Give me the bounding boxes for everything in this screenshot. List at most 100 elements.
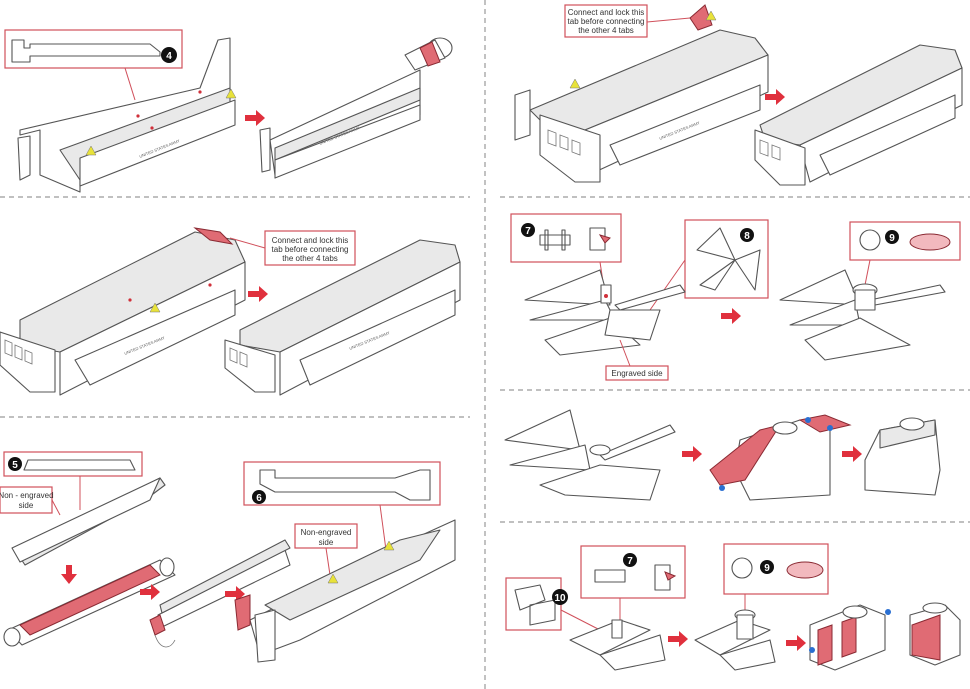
step-7b-circle (623, 553, 637, 567)
rotor-red-top (798, 414, 852, 433)
red-tab (419, 41, 441, 67)
note-left-line-2: tab before connecting (272, 245, 349, 254)
rolled-cockpit (259, 127, 271, 173)
note-leader-left (229, 237, 266, 249)
panel-rotor-7-8-9: 7 8 Engraved side 9 (510, 213, 961, 381)
blade-i (509, 444, 591, 471)
hub-red-arrow-b (664, 571, 677, 581)
rotor-arm (614, 284, 686, 311)
cockpit-windows-r (547, 129, 581, 156)
note-box-non-engraved-b (294, 523, 358, 549)
non-engraved-a-line-2: side (19, 501, 34, 510)
step-9a-number: 9 (889, 233, 895, 244)
step-arrow (765, 89, 785, 105)
step-6-number: 6 (256, 493, 262, 504)
blue-marker (809, 647, 815, 653)
note-right-line-3: the other 4 tabs (578, 26, 634, 35)
step-10-circle (552, 589, 568, 605)
lock-point (198, 90, 202, 94)
leader-9a (864, 259, 871, 286)
rolled-hull-strip (274, 104, 421, 179)
lock-point (136, 114, 140, 118)
leader-non-engraved-a (51, 499, 61, 516)
hub-part-folded-b (654, 564, 671, 591)
note-box-right (564, 4, 648, 38)
panel-step-4: 4 UNITED STATES ARMY UNITED STATES ARMY (4, 29, 453, 193)
gear-part-b (731, 557, 753, 579)
panel-steps-5-6: 5 Non - engraved side 6 Non-engraved sid… (0, 451, 456, 663)
base-hub-b (736, 614, 754, 640)
step-arrow (248, 286, 268, 302)
step-5-circle (8, 457, 22, 471)
note-leader-right (646, 17, 691, 23)
hub-lock (604, 294, 608, 298)
blue-marker (805, 417, 811, 423)
step-arrow (786, 635, 806, 651)
strip-end-tab (149, 614, 166, 636)
pod-result-cap (922, 602, 948, 614)
leader-non-engraved-b (325, 547, 331, 576)
rotor-hub-c (589, 444, 611, 456)
blade-j (539, 464, 661, 501)
cockpit-result (224, 339, 276, 393)
step-arrow-down (61, 565, 77, 584)
hull-step-r (609, 84, 761, 166)
tab-marker (327, 573, 339, 584)
note-left-line-3: the other 4 tabs (282, 254, 338, 263)
engraved-label: Engraved side (611, 369, 663, 378)
base-blade-d (719, 639, 776, 671)
rotor-red-panel (709, 424, 782, 486)
engraved-box (605, 365, 669, 381)
step-9b-number: 9 (764, 563, 770, 574)
hub-red-arrow (598, 234, 611, 244)
cockpit-r (539, 114, 601, 183)
lock-tab-r (689, 4, 713, 31)
non-engraved-a-line-1: Non - engraved (0, 491, 54, 500)
tube-cap-end (159, 557, 175, 577)
blade-e (779, 269, 861, 306)
rotor-housing-cap (899, 417, 925, 431)
step-6-circle (252, 490, 266, 504)
flat-part-10 (514, 584, 556, 626)
step-7b-number: 7 (627, 556, 633, 567)
flat-part-4 (11, 39, 161, 63)
rolled-strip-top (159, 539, 291, 614)
pod-red-panel-b (841, 616, 857, 658)
step-7a-number: 7 (525, 226, 531, 237)
base-hub (611, 619, 623, 639)
cockpit-frame (17, 135, 31, 181)
step-4-circle (161, 47, 177, 63)
blade-part-8 (696, 227, 761, 291)
leader-engraved (619, 339, 631, 367)
cockpit-windows-result (229, 347, 248, 368)
non-engraved-b-line-2: side (319, 538, 334, 547)
step-arrow (140, 584, 160, 600)
hull-lower-strip (79, 99, 236, 187)
step-10-number: 10 (554, 593, 566, 604)
hull-assembly-floor (264, 529, 441, 621)
tab-marker (85, 145, 97, 156)
note-left-line-1: Connect and lock this (272, 236, 349, 245)
rolled-hull-face (274, 87, 421, 161)
step-7a-circle (521, 223, 535, 237)
panel-connect-right: Connect and lock this tab before connect… (514, 4, 963, 186)
pod-red-panel-a (817, 624, 833, 666)
ring-part (909, 233, 951, 251)
lock-tab (193, 227, 234, 245)
note-right-line-1: Connect and lock this (568, 8, 645, 17)
cockpit-windows (4, 339, 33, 365)
blue-marker (885, 609, 891, 615)
step-8-badge: 8 (740, 228, 754, 242)
step-arrow (245, 110, 265, 126)
lock-point (128, 298, 132, 302)
blade-f (789, 299, 861, 326)
hull-step-result (299, 289, 456, 386)
blue-marker (827, 425, 833, 431)
panel-rotor-assembly (504, 409, 941, 501)
step-arrow (682, 446, 702, 462)
note-right-line-2: tab before connecting (568, 17, 645, 26)
tab-marker (383, 540, 395, 551)
step-8-number: 8 (744, 231, 750, 242)
callout-leader (124, 67, 136, 101)
